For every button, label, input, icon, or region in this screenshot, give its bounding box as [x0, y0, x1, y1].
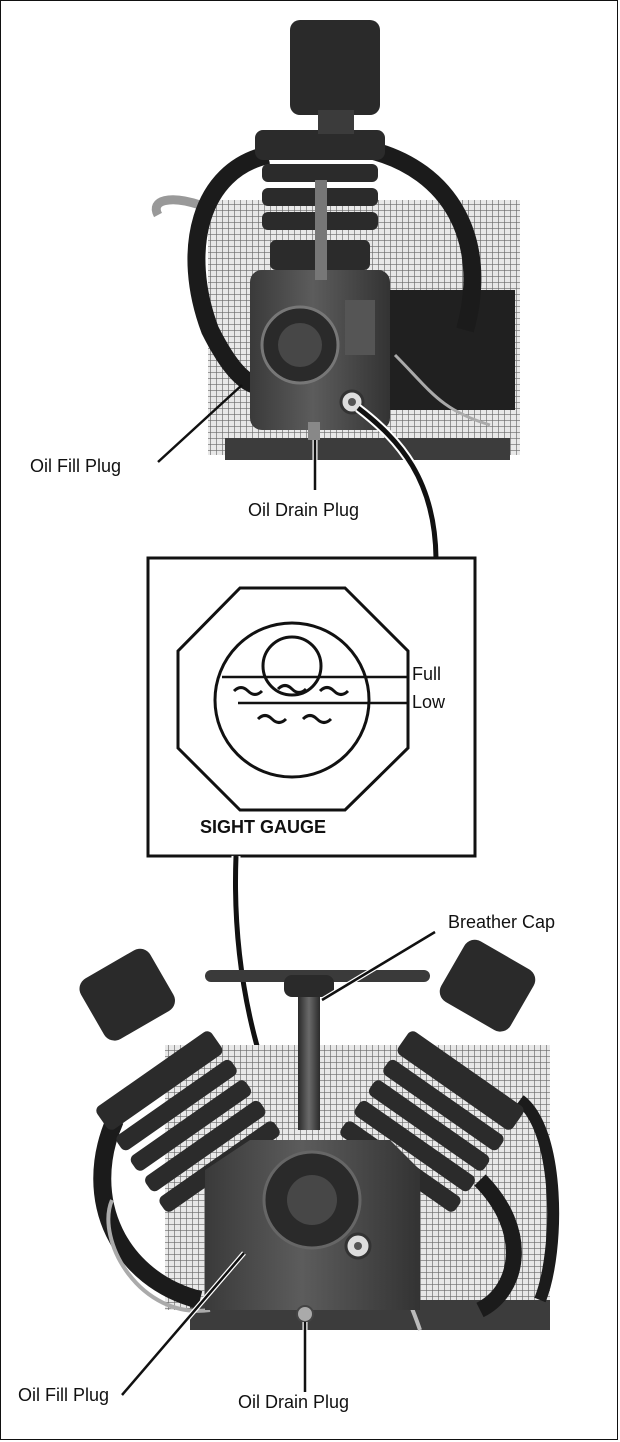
right-air-filter	[439, 939, 536, 1032]
top-air-filter	[290, 20, 380, 115]
top-base	[225, 438, 510, 460]
bottom-oil-drain-label: Oil Drain Plug	[238, 1392, 350, 1412]
breather-cap-leader	[321, 930, 436, 1002]
left-air-filter	[79, 948, 175, 1041]
breather-cap	[284, 975, 334, 997]
top-left-hose	[187, 146, 271, 394]
sight-gauge-inset	[146, 556, 477, 858]
breather-tube	[298, 990, 320, 1130]
top-oil-fill-label: Oil Fill Plug	[30, 456, 122, 476]
gauge-octagon	[176, 586, 410, 812]
low-label: Low	[412, 692, 446, 712]
top-oil-drain-label: Oil Drain Plug	[248, 500, 360, 520]
gauge-inner-ring	[261, 635, 323, 697]
top-right-hose	[367, 141, 482, 333]
full-label: Full	[412, 664, 442, 684]
sight-gauge-title: SIGHT GAUGE	[200, 817, 327, 837]
bottom-oil-fill-label: Oil Fill Plug	[18, 1385, 110, 1405]
top-gauge-connector	[356, 406, 439, 559]
gauge-outer-ring	[213, 621, 371, 779]
top-oil-fill-leader	[157, 384, 243, 463]
bottom-oil-fill-leader	[121, 1252, 245, 1396]
oil-waves	[232, 684, 350, 724]
breather-cap-label: Breather Cap	[448, 912, 556, 932]
top-compressor-image	[151, 20, 520, 460]
bottom-compressor-image	[79, 939, 560, 1331]
